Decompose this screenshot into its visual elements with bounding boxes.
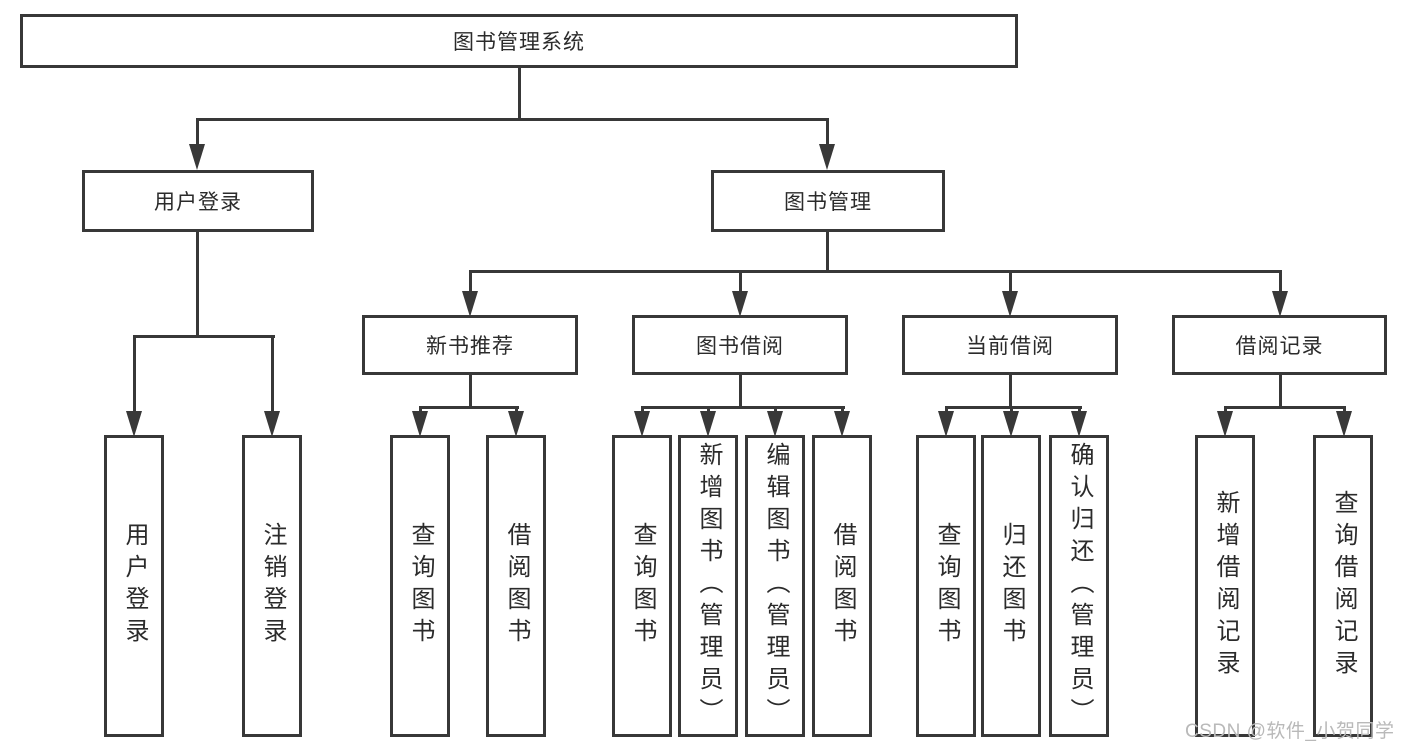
connector-vline xyxy=(739,270,742,293)
leaf-logout: 注销登录 xyxy=(242,435,302,737)
connector-vline xyxy=(707,406,710,414)
node-user-login-label: 用户登录 xyxy=(154,191,242,214)
node-user-login: 用户登录 xyxy=(82,170,314,232)
connector-vline xyxy=(841,406,844,414)
connector-hline xyxy=(1224,406,1346,409)
arrowhead-down-icon xyxy=(462,291,478,317)
csdn-watermark: CSDN @软件_小贺同学 xyxy=(1185,721,1395,742)
node-borrow-record: 借阅记录 xyxy=(1172,315,1387,375)
connector-vline xyxy=(1009,270,1012,293)
arrowhead-down-icon xyxy=(264,411,280,437)
node-root-label: 图书管理系统 xyxy=(453,31,585,54)
connector-vline xyxy=(419,406,422,414)
arrowhead-down-icon xyxy=(126,411,142,437)
arrowhead-down-icon xyxy=(412,411,428,437)
connector-hline xyxy=(641,406,845,409)
arrowhead-down-icon xyxy=(1002,291,1018,317)
connector-vline xyxy=(739,374,742,408)
arrowhead-down-icon xyxy=(700,411,716,437)
connector-vline xyxy=(945,406,948,414)
arrowhead-down-icon xyxy=(819,144,835,170)
leaf-query-book-current: 查询图书 xyxy=(916,435,976,737)
node-root: 图书管理系统 xyxy=(20,14,1018,68)
arrowhead-down-icon xyxy=(1003,411,1019,437)
arrowhead-down-icon xyxy=(1272,291,1288,317)
leaf-user-login-label: 用户登录 xyxy=(121,522,148,650)
connector-hline xyxy=(419,406,519,409)
connector-vline xyxy=(196,118,199,146)
leaf-edit-book-admin: 编辑图书（管理员） xyxy=(745,435,805,737)
arrowhead-down-icon xyxy=(732,291,748,317)
node-book-management-label: 图书管理 xyxy=(784,191,872,214)
leaf-return-book: 归还图书 xyxy=(981,435,1041,737)
arrowhead-down-icon xyxy=(508,411,524,437)
connector-vline xyxy=(1009,374,1012,408)
leaf-borrow-book-recommend: 借阅图书 xyxy=(486,435,546,737)
connector-hline xyxy=(945,406,1082,409)
arrowhead-down-icon xyxy=(189,144,205,170)
connector-vline xyxy=(271,335,274,413)
connector-vline xyxy=(469,374,472,408)
arrowhead-down-icon xyxy=(767,411,783,437)
node-current-borrow: 当前借阅 xyxy=(902,315,1118,375)
arrowhead-down-icon xyxy=(634,411,650,437)
node-current-borrow-label: 当前借阅 xyxy=(966,335,1054,358)
leaf-query-borrow-record: 查询借阅记录 xyxy=(1313,435,1373,737)
leaf-confirm-return-admin: 确认归还（管理员） xyxy=(1049,435,1109,737)
connector-vline xyxy=(469,270,472,293)
arrowhead-down-icon xyxy=(1336,411,1352,437)
connector-vline xyxy=(1010,406,1013,414)
connector-vline xyxy=(641,406,644,414)
leaf-query-book-recommend-label: 查询图书 xyxy=(407,522,434,650)
leaf-add-borrow-record: 新增借阅记录 xyxy=(1195,435,1255,737)
connector-vline xyxy=(1343,406,1346,414)
node-new-book-recommend-label: 新书推荐 xyxy=(426,335,514,358)
leaf-add-book-admin: 新增图书（管理员） xyxy=(678,435,738,737)
leaf-query-book-borrow: 查询图书 xyxy=(612,435,672,737)
leaf-query-book-recommend: 查询图书 xyxy=(390,435,450,737)
leaf-return-book-label: 归还图书 xyxy=(998,522,1025,650)
arrowhead-down-icon xyxy=(938,411,954,437)
connector-vline xyxy=(518,67,521,119)
node-book-management: 图书管理 xyxy=(711,170,945,232)
connector-vline xyxy=(826,118,829,146)
arrowhead-down-icon xyxy=(1217,411,1233,437)
connector-hline xyxy=(196,118,829,121)
connector-vline xyxy=(515,406,518,414)
node-book-borrow-label: 图书借阅 xyxy=(696,335,784,358)
connector-hline xyxy=(133,335,275,338)
arrowhead-down-icon xyxy=(834,411,850,437)
leaf-add-borrow-record-label: 新增借阅记录 xyxy=(1212,490,1239,682)
leaf-add-book-admin-label: 新增图书（管理员） xyxy=(695,442,722,730)
arrowhead-down-icon xyxy=(1071,411,1087,437)
node-borrow-record-label: 借阅记录 xyxy=(1235,335,1324,358)
connector-hline xyxy=(469,270,1282,273)
leaf-user-login: 用户登录 xyxy=(104,435,164,737)
connector-vline xyxy=(1279,270,1282,293)
connector-vline xyxy=(1224,406,1227,414)
connector-vline xyxy=(196,231,199,337)
leaf-borrow-book-label: 借阅图书 xyxy=(829,522,856,650)
connector-vline xyxy=(774,406,777,414)
leaf-edit-book-admin-label: 编辑图书（管理员） xyxy=(762,442,789,730)
leaf-borrow-book-recommend-label: 借阅图书 xyxy=(503,522,530,650)
node-new-book-recommend: 新书推荐 xyxy=(362,315,578,375)
connector-vline xyxy=(133,335,136,413)
leaf-query-book-borrow-label: 查询图书 xyxy=(629,522,656,650)
connector-vline xyxy=(826,231,829,273)
connector-vline xyxy=(1279,374,1282,408)
node-book-borrow: 图书借阅 xyxy=(632,315,848,375)
leaf-logout-label: 注销登录 xyxy=(259,522,286,650)
leaf-query-borrow-record-label: 查询借阅记录 xyxy=(1330,490,1357,682)
leaf-query-book-current-label: 查询图书 xyxy=(933,522,960,650)
leaf-confirm-return-admin-label: 确认归还（管理员） xyxy=(1066,442,1093,730)
leaf-borrow-book: 借阅图书 xyxy=(812,435,872,737)
connector-vline xyxy=(1078,406,1081,414)
